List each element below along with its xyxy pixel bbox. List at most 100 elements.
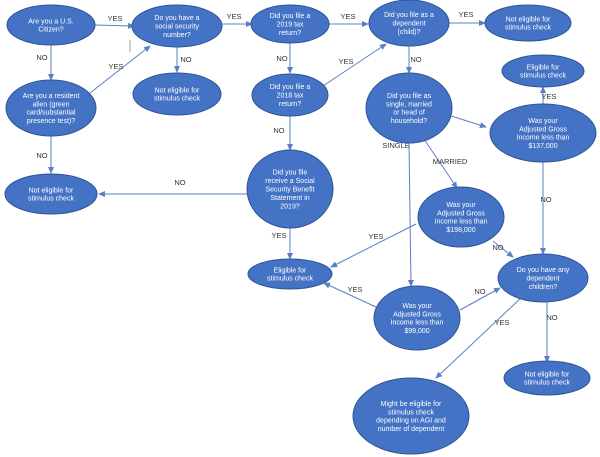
- node-text-line: depending on AGI and: [376, 418, 446, 425]
- node-text-line: number of dependent: [378, 426, 445, 433]
- node-have-dependents: [497, 253, 589, 303]
- node-text-line: number?: [163, 32, 191, 39]
- node-text-line: Was your: [446, 202, 476, 209]
- node-text-line: Security Benefit: [265, 187, 314, 194]
- label-agi99-no: NO: [474, 287, 485, 296]
- node-text-line: Do you have any: [517, 267, 570, 274]
- edge-agi198-to-have-dependents: [492, 240, 514, 258]
- label-dependent-no: NO: [410, 55, 421, 64]
- node-text-line: Income less than: [517, 135, 570, 142]
- node-text-line: social security: [155, 24, 199, 31]
- node-ssn: [131, 4, 223, 48]
- edge-agi198-to-eligible: [330, 223, 417, 268]
- node-text-line: Not eligible for: [525, 371, 570, 378]
- node-text-line: Not eligible for: [506, 16, 551, 23]
- label-agi198-yes: YES: [368, 232, 383, 241]
- edge-filing-status-to-agi198: [423, 138, 458, 189]
- node-text-line: Eligible for: [527, 64, 560, 71]
- node-text-end-not-eligible-alien: Not eligible for stimulus check: [28, 187, 74, 202]
- node-agi-198k: [417, 186, 505, 248]
- node-end-not-eligible-dependents: [503, 360, 591, 396]
- node-dependent: [368, 0, 450, 47]
- label-2018-yes: YES: [338, 57, 353, 66]
- node-text-line: Did you file: [273, 170, 308, 177]
- label-agi137-no: NO: [540, 195, 551, 204]
- node-text-line: card/substantial: [26, 110, 75, 117]
- node-text-line: alien (green: [33, 101, 70, 108]
- node-text-line: Not eligible for: [155, 87, 200, 94]
- node-text-line: Income less than: [435, 219, 488, 226]
- node-text-line: stimulus check: [524, 380, 570, 387]
- node-end-not-eligible-alien: [4, 173, 98, 215]
- label-agi99-yes: YES: [347, 285, 362, 294]
- node-text-line: Are you a U.S.: [28, 18, 74, 25]
- node-text-end-not-eligible-dependents: Not eligible for stimulus check: [524, 371, 570, 386]
- edge-filing-status-to-agi137: [447, 114, 487, 129]
- node-text-line: Do you have a: [154, 15, 199, 22]
- label-2019-yes: YES: [340, 12, 355, 21]
- edge-agi99-to-eligible: [323, 282, 377, 308]
- node-text-line: 2019?: [280, 203, 300, 210]
- label-agi137-yes: YES: [541, 92, 556, 101]
- node-text-line: dependent: [392, 21, 425, 28]
- label-alien-no: NO: [36, 151, 47, 160]
- node-text-line: stimulus check: [505, 25, 551, 32]
- label-dependents-yes: YES: [494, 318, 509, 327]
- edge-resident-alien-to-ssn: [89, 45, 151, 94]
- node-text-line: 2018 tax: [277, 93, 304, 100]
- node-text-line: Not eligible for: [29, 187, 74, 194]
- node-end-eligible-center: [247, 258, 333, 290]
- label-citizen-no: NO: [36, 53, 47, 62]
- node-end-not-eligible-ssn: [132, 72, 222, 116]
- node-filing-status: [365, 72, 453, 144]
- node-text-line: Was your: [528, 118, 558, 125]
- node-file-2018: [251, 73, 329, 117]
- edge-2018-to-dependent: [322, 43, 387, 87]
- node-text-line: or head of: [393, 110, 425, 117]
- node-text-line: presence test)?: [27, 118, 75, 125]
- label-status-married: MARRIED: [433, 157, 468, 166]
- node-us-citizen: [6, 4, 96, 46]
- node-text-line: (child)?: [398, 29, 421, 36]
- node-text-line: Citizen?: [38, 27, 63, 34]
- node-labels: Are you a U.S. Citizen? Do you have a soci…: [23, 12, 571, 433]
- node-file-2019: [250, 4, 330, 44]
- node-text-line: stimulus check: [28, 196, 74, 203]
- node-agi-137k: [489, 103, 597, 163]
- label-2019-no: NO: [276, 54, 287, 63]
- edge-have-dependents-to-might-be-eligible: [435, 296, 523, 379]
- node-text-line: 2019 tax: [277, 22, 304, 29]
- label-ssn-yes: YES: [226, 12, 241, 21]
- node-agi-99k: [373, 285, 461, 351]
- label-citizen-yes: YES: [107, 14, 122, 23]
- label-alien-yes: YES: [108, 62, 123, 71]
- edges: [48, 20, 550, 379]
- node-text-line: $137,000: [528, 143, 557, 150]
- edge-labels: YES NO YES NO YES NO YES NO YES NO YES N…: [36, 10, 557, 327]
- label-dependents-no: NO: [546, 313, 557, 322]
- node-text-line: Are you a resident: [23, 93, 80, 100]
- node-text-line: household?: [391, 118, 427, 125]
- edge-citizen-to-ssn: [94, 22, 135, 29]
- label-dependent-yes: YES: [458, 10, 473, 19]
- node-end-eligible-top-right: [501, 54, 585, 88]
- node-text-line: Income less than: [391, 320, 444, 327]
- node-text-line: Adjusted Gross: [437, 210, 485, 217]
- node-end-not-eligible-dependent: [484, 4, 572, 42]
- node-ssa-statement: [246, 149, 334, 229]
- nodes: [4, 0, 597, 455]
- node-end-might-be-eligible: [352, 377, 470, 455]
